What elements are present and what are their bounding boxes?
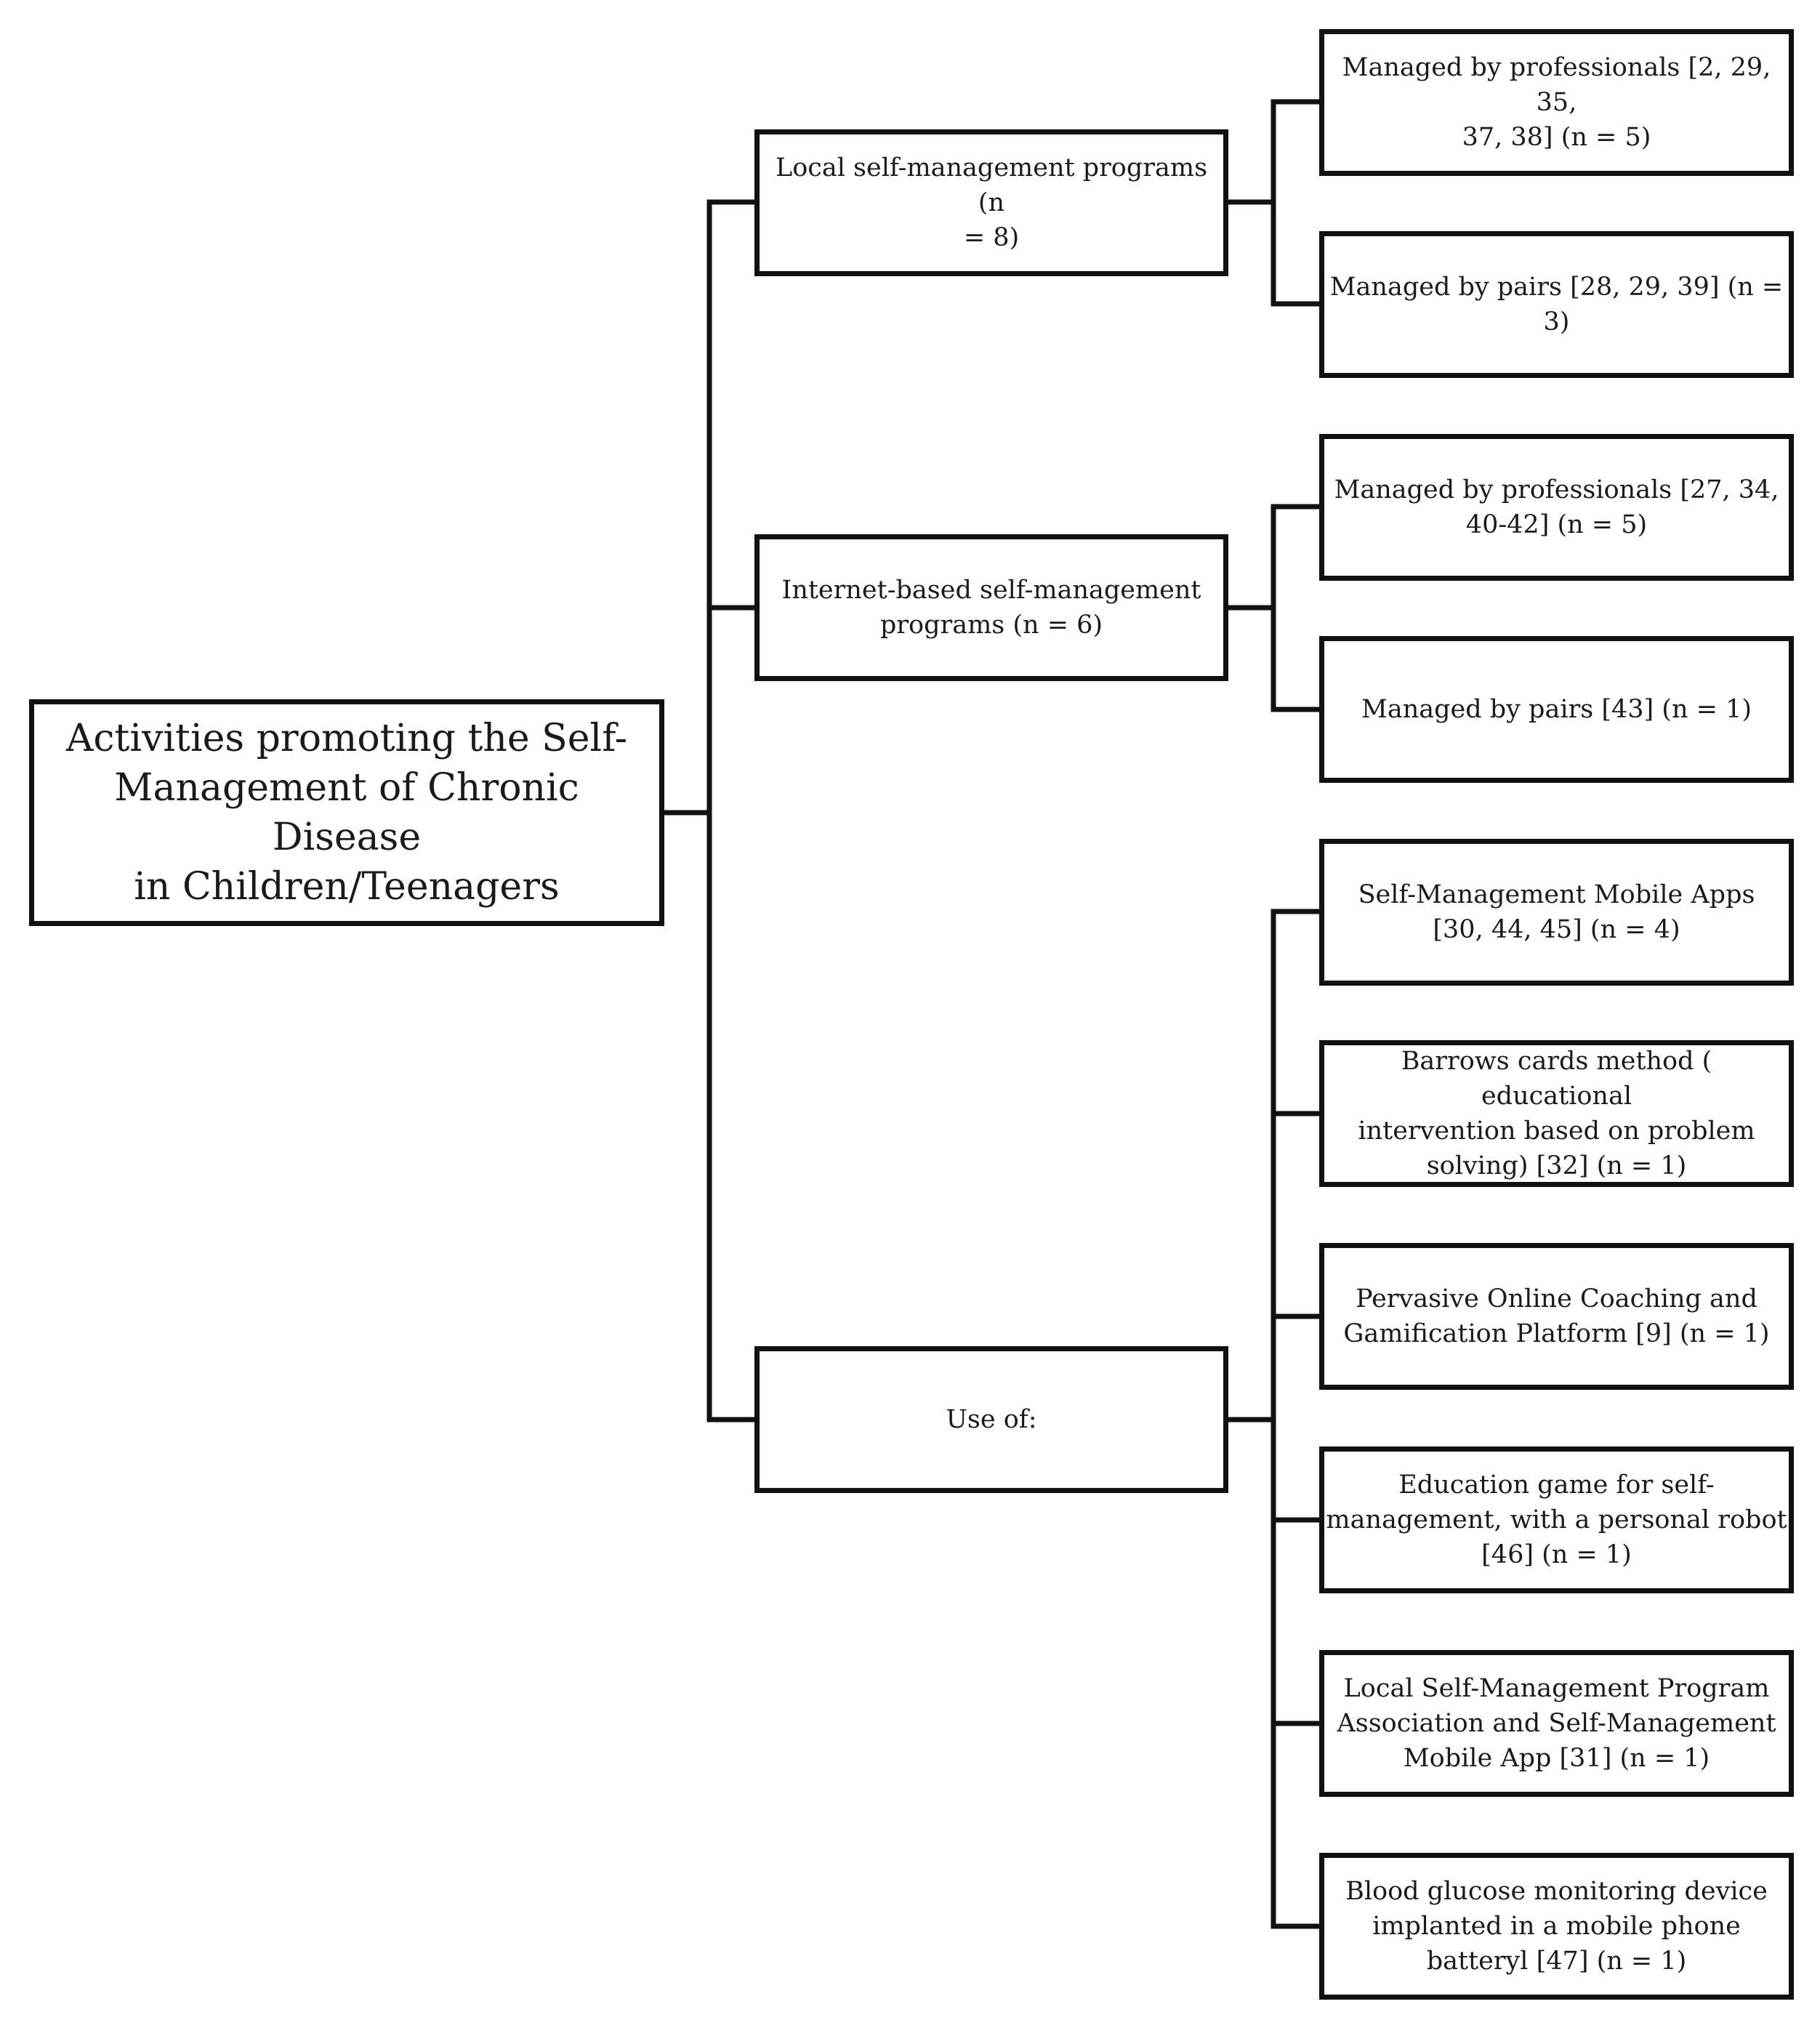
leaf-coaching-platform: Pervasive Online Coaching and Gamificati… bbox=[1319, 1243, 1794, 1390]
leaf-barrows-cards: Barrows cards method ( educational inter… bbox=[1319, 1040, 1794, 1187]
leaf-program-association: Local Self-Management Program Associatio… bbox=[1319, 1650, 1794, 1797]
leaf-label: Education game for self- management, wit… bbox=[1326, 1470, 1787, 1569]
leaf-label: Self-Management Mobile Apps [30, 44, 45]… bbox=[1358, 880, 1755, 944]
leaf-internet-pairs: Managed by pairs [43] (n = 1) bbox=[1319, 636, 1794, 783]
root-node: Activities promoting the Self- Managemen… bbox=[29, 699, 664, 926]
leaf-label: Pervasive Online Coaching and Gamificati… bbox=[1343, 1284, 1770, 1348]
branch-use-of: Use of: bbox=[754, 1346, 1228, 1493]
leaf-label: Managed by pairs [43] (n = 1) bbox=[1361, 695, 1752, 724]
root-label: Activities promoting the Self- Managemen… bbox=[65, 717, 628, 909]
leaf-label: Blood glucose monitoring device implante… bbox=[1345, 1877, 1768, 1976]
leaf-label: Local Self-Management Program Associatio… bbox=[1337, 1674, 1776, 1773]
branch-label: Internet-based self-management programs … bbox=[781, 576, 1201, 640]
branch-label: Use of: bbox=[946, 1405, 1037, 1434]
branch-local-programs: Local self-management programs (n = 8) bbox=[754, 129, 1228, 276]
leaf-education-game: Education game for self- management, wit… bbox=[1319, 1446, 1794, 1593]
leaf-local-professionals: Managed by professionals [2, 29, 35, 37,… bbox=[1319, 29, 1794, 176]
leaf-label: Barrows cards method ( educational inter… bbox=[1358, 1047, 1755, 1180]
leaf-glucose-device: Blood glucose monitoring device implante… bbox=[1319, 1853, 1794, 2000]
leaf-local-pairs: Managed by pairs [28, 29, 39] (n = 3) bbox=[1319, 231, 1794, 378]
leaf-label: Managed by professionals [27, 34, 40-42]… bbox=[1334, 475, 1779, 539]
leaf-mobile-apps: Self-Management Mobile Apps [30, 44, 45]… bbox=[1319, 839, 1794, 986]
leaf-internet-professionals: Managed by professionals [27, 34, 40-42]… bbox=[1319, 434, 1794, 581]
branch-internet-programs: Internet-based self-management programs … bbox=[754, 534, 1228, 681]
leaf-label: Managed by professionals [2, 29, 35, 37,… bbox=[1342, 53, 1771, 152]
branch-label: Local self-management programs (n = 8) bbox=[775, 153, 1208, 252]
leaf-label: Managed by pairs [28, 29, 39] (n = 3) bbox=[1329, 273, 1784, 337]
